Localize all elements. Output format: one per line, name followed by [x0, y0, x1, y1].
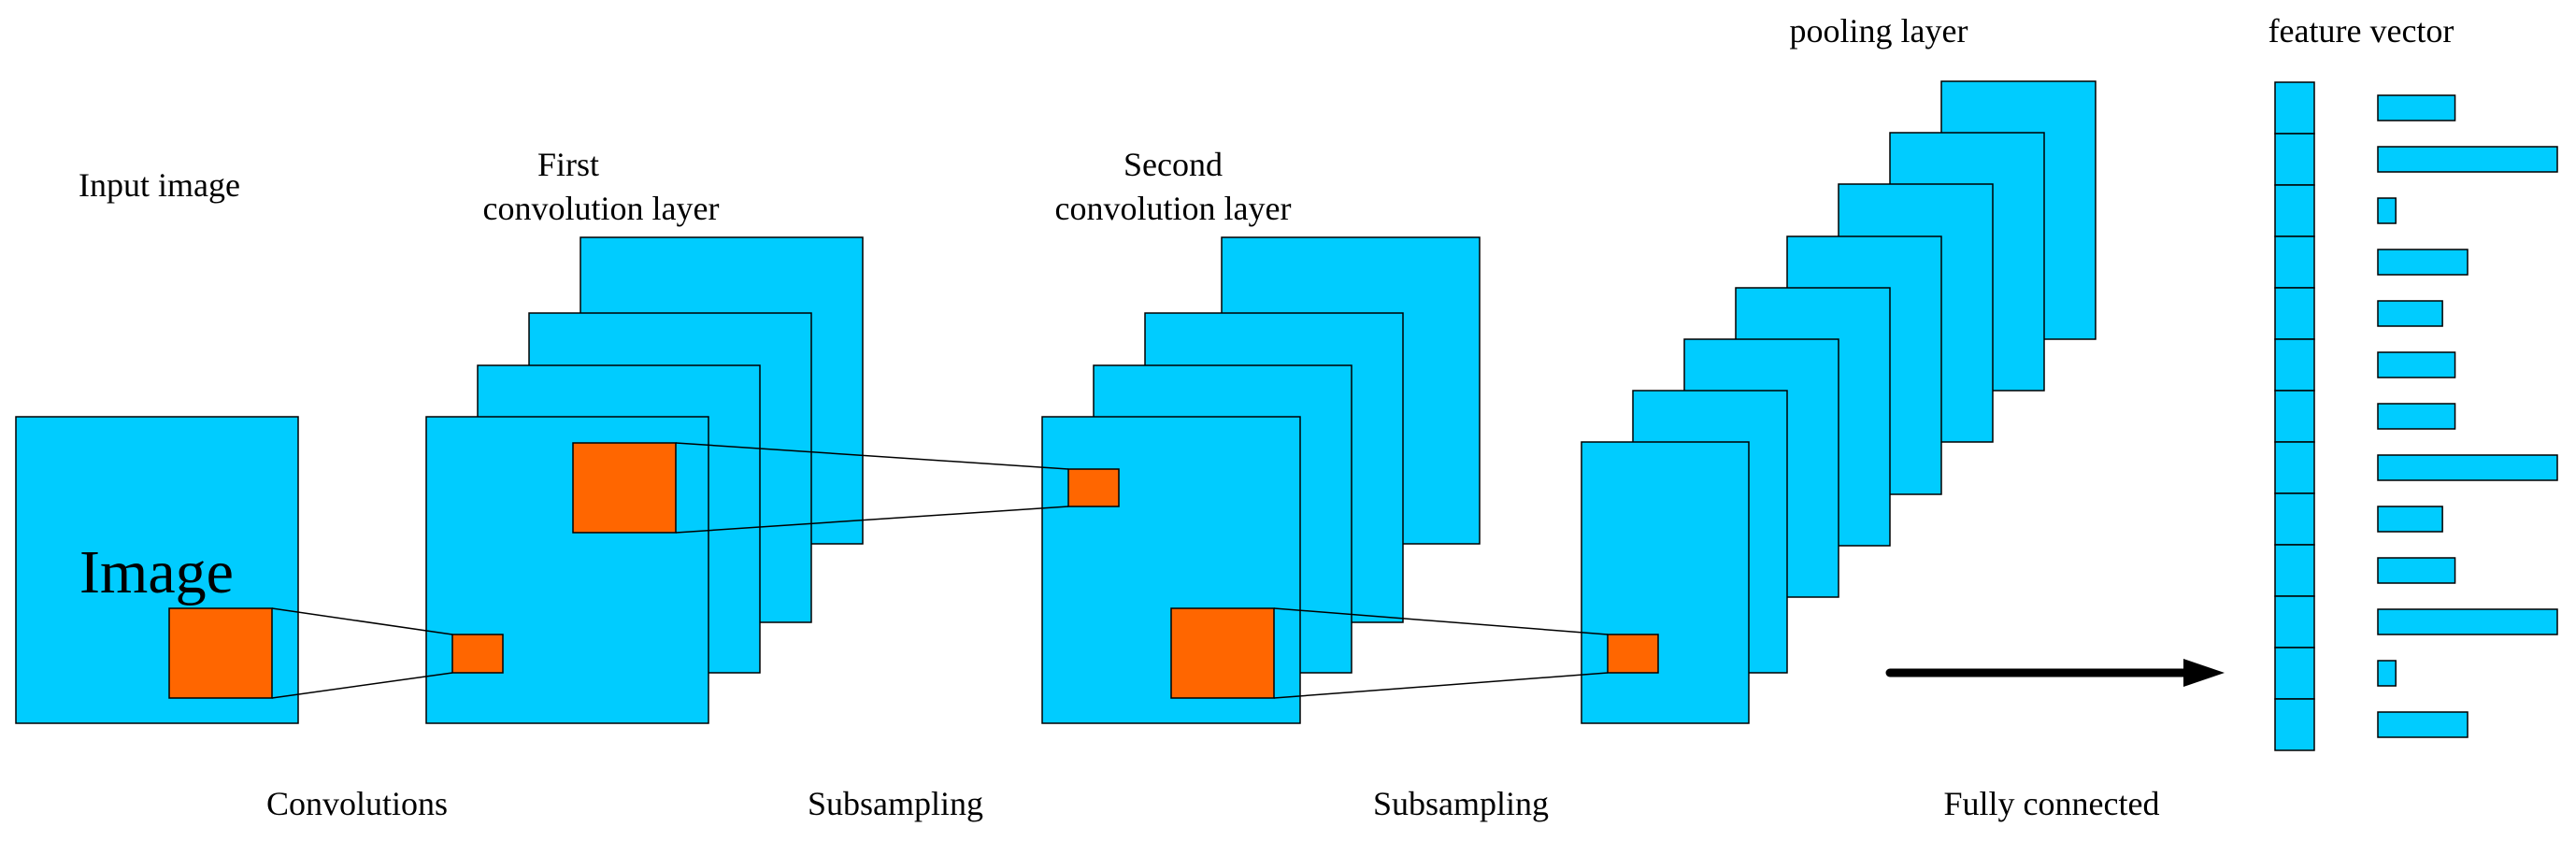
feature-vector-bar	[2377, 660, 2397, 687]
second-conv-label-line1: Second	[1123, 146, 1223, 183]
convolutions-label: Convolutions	[266, 785, 448, 822]
feature-vector-bar	[2377, 711, 2469, 738]
pool-patch	[1607, 634, 1659, 674]
feature-vector-cell	[2274, 184, 2315, 237]
conn-input-to-conv1-top	[271, 607, 453, 635]
input-image-label: Input image	[79, 166, 240, 204]
conn-conv2-to-pool-bottom	[1273, 672, 1609, 699]
conv1-patch-large	[572, 442, 677, 534]
feature-vector-cell	[2274, 235, 2315, 289]
feature-vector-cell	[2274, 133, 2315, 186]
conn-conv1-to-conv2-top	[675, 442, 1069, 470]
conn-conv2-to-pool-top	[1273, 607, 1609, 635]
feature-vector-column	[2274, 81, 2315, 751]
feature-vector-cell	[2274, 647, 2315, 700]
feature-vector-bar	[2377, 403, 2456, 430]
feature-vector-cell	[2274, 81, 2315, 135]
pool-map-1	[1581, 441, 1750, 724]
feature-vector-bar	[2377, 197, 2397, 224]
subsampling-label-2: Subsampling	[1373, 785, 1549, 822]
feature-vector-cell	[2274, 338, 2315, 392]
connection-lines	[271, 442, 1609, 699]
feature-vector-cell	[2274, 544, 2315, 597]
feature-vector-bar	[2377, 94, 2456, 121]
feature-vector-bars	[2377, 94, 2558, 738]
conv2-patch-small	[1067, 468, 1120, 507]
feature-vector-cell	[2274, 441, 2315, 494]
feature-vector-bar	[2377, 249, 2469, 276]
image-label: Image	[79, 538, 234, 606]
feature-vector-cell	[2274, 698, 2315, 751]
feature-vector-label: feature vector	[2268, 12, 2454, 50]
feature-vector-bar	[2377, 300, 2443, 327]
first-conv-label-line2: convolution layer	[483, 190, 720, 227]
feature-vector-cell	[2274, 595, 2315, 649]
pooling-layer-label: pooling layer	[1790, 12, 1968, 50]
feature-vector-bar	[2377, 351, 2456, 378]
fully-connected-arrow-head	[2183, 659, 2225, 687]
second-conv-label-line2: convolution layer	[1055, 190, 1292, 227]
feature-vector-cell	[2274, 492, 2315, 546]
feature-vector-bar	[2377, 608, 2558, 635]
conn-input-to-conv1-bottom	[271, 672, 453, 699]
input-patch	[168, 607, 273, 699]
first-conv-label-line1: First	[537, 146, 599, 183]
feature-vector-bar	[2377, 557, 2456, 584]
feature-vector-bar	[2377, 454, 2558, 481]
conv1-patch-small	[451, 634, 504, 674]
conv2-patch-large	[1170, 607, 1275, 699]
subsampling-label-1: Subsampling	[808, 785, 983, 822]
feature-vector-bar	[2377, 506, 2443, 533]
conn-conv1-to-conv2-bottom	[675, 506, 1069, 534]
feature-vector-bar	[2377, 146, 2558, 173]
feature-vector-cell	[2274, 390, 2315, 443]
feature-vector-cell	[2274, 287, 2315, 340]
fully-connected-label: Fully connected	[1944, 785, 2160, 822]
